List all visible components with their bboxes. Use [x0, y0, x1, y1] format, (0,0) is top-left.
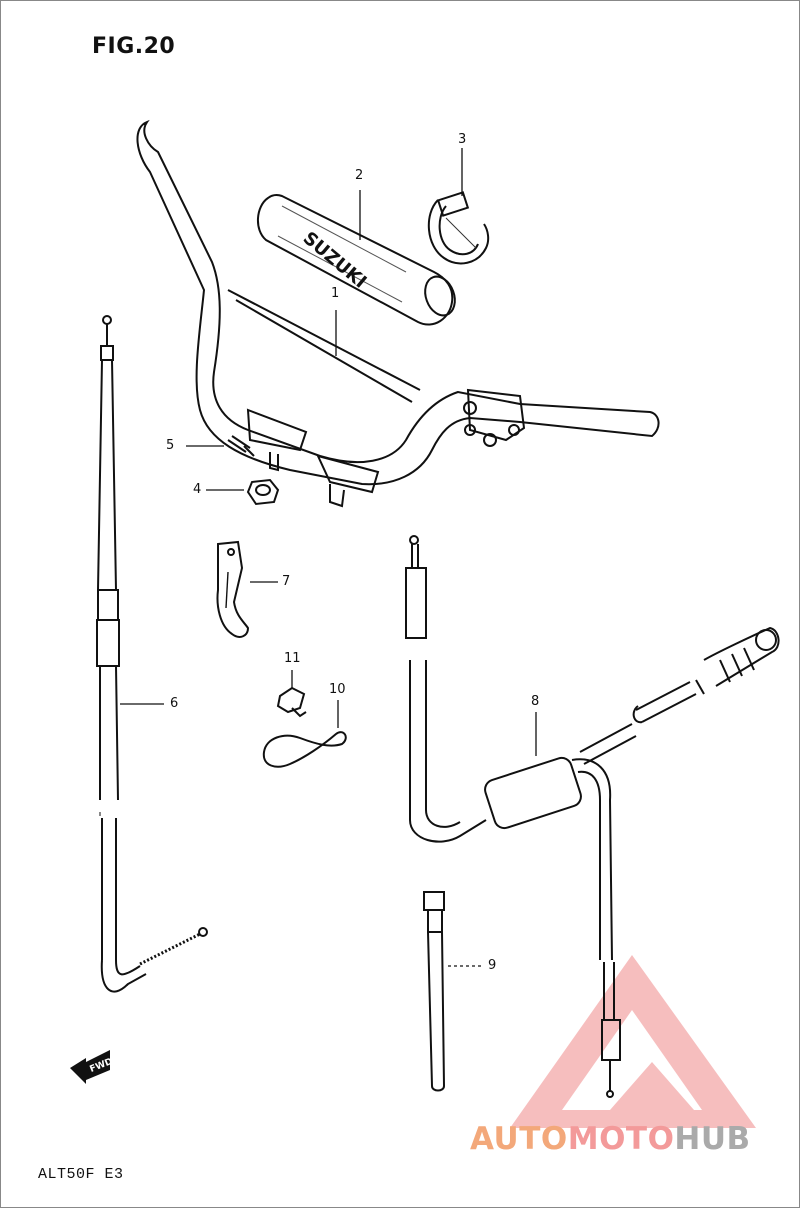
- watermark-part-auto: AUTO: [470, 1121, 568, 1157]
- callout-2: 2: [355, 168, 364, 183]
- part-2-handlebar-pad: [257, 193, 456, 326]
- part-6-cable: [96, 315, 208, 993]
- callout-4: 4: [193, 482, 202, 497]
- forward-arrow-icon: FWD: [70, 1050, 114, 1084]
- callout-7: 7: [282, 574, 291, 589]
- callout-6: 6: [170, 696, 179, 711]
- part-8-throttle-assembly: [405, 535, 780, 1098]
- part-11-bolt: [276, 686, 307, 718]
- callout-9: 9: [488, 958, 497, 973]
- watermark-part-hub: HUB: [674, 1121, 751, 1157]
- watermark-logo-icon: [510, 955, 756, 1128]
- callout-1: 1: [331, 286, 340, 301]
- callout-8: 8: [531, 694, 540, 709]
- watermark-text: AUTOMOTOHUB: [470, 1121, 751, 1157]
- model-code: ALT50F E3: [38, 1166, 124, 1183]
- part-3-clamp: [427, 191, 490, 265]
- figure-title: FIG.20: [92, 34, 176, 59]
- callout-10: 10: [329, 682, 346, 697]
- part-4-nut: [246, 478, 280, 506]
- callout-3: 3: [458, 132, 467, 147]
- callout-5: 5: [166, 438, 175, 453]
- part-7-bracket: [216, 540, 250, 638]
- part-1-handlebar: [136, 119, 660, 508]
- callout-11: 11: [284, 651, 301, 666]
- leader-lines: [120, 148, 537, 967]
- watermark-part-moto: MOTO: [567, 1121, 675, 1157]
- part-10-wire-clip: [262, 731, 347, 768]
- part-5-bolt: [227, 435, 255, 457]
- part-9-cable-protector: [423, 891, 445, 1092]
